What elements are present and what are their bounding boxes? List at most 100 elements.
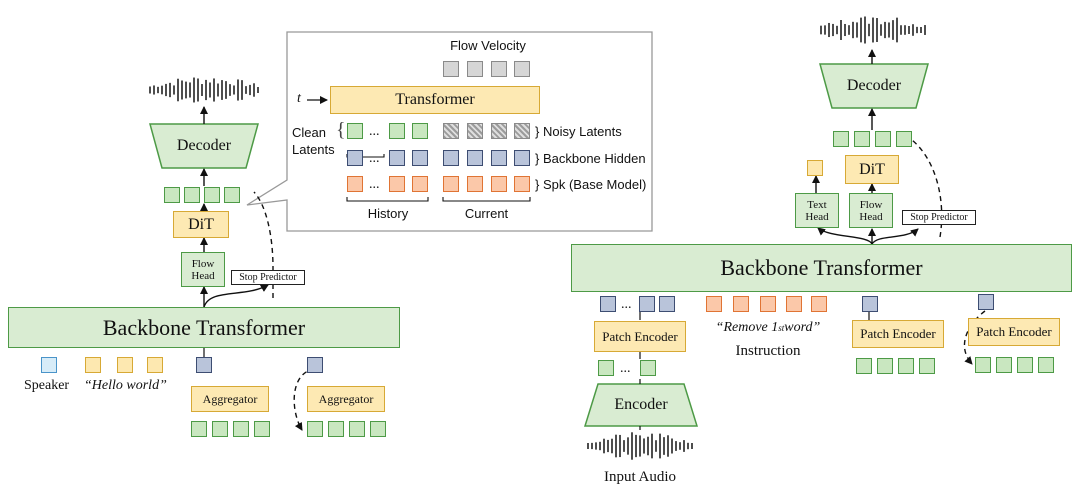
right-bottom-latent-square: [1017, 357, 1033, 373]
audio-patch-square: [600, 296, 616, 312]
left-bottom-latent-square: [328, 421, 344, 437]
right-latent-square: [875, 131, 891, 147]
speaker-embedding-square: [347, 176, 363, 192]
timestep-label: t: [297, 91, 301, 106]
instruction-token-square: [733, 296, 749, 312]
text-token-square: [117, 357, 133, 373]
flow-velocity-square: [467, 61, 483, 77]
noisy-latents-label: } Noisy Latents: [535, 124, 622, 139]
flow-velocity-square: [491, 61, 507, 77]
flow-velocity-label: Flow Velocity: [450, 38, 526, 53]
clean-latent-square: [347, 123, 363, 139]
instruction-label: Instruction: [735, 343, 801, 359]
right-bottom-latent-square: [975, 357, 991, 373]
input-audio-waveform: [587, 432, 693, 460]
left-stop-predictor-label: Stop Predictor: [239, 272, 297, 283]
backbone-hidden-square: [491, 150, 507, 166]
right-backbone-label: Backbone Transformer: [720, 255, 923, 280]
right-latent-square: [896, 131, 912, 147]
right-latent-square: [854, 131, 870, 147]
left-latent-square: [164, 187, 180, 203]
instruction-token-square: [706, 296, 722, 312]
flow-velocity-square: [443, 61, 459, 77]
left-bottom-latent-square: [191, 421, 207, 437]
inset-transformer-box: Transformer: [330, 86, 540, 114]
history-label: History: [367, 206, 409, 221]
hidden-state-square: [862, 296, 878, 312]
speaker-embedding-square: [443, 176, 459, 192]
left-decoder-label: Decoder: [176, 137, 232, 154]
backbone-hidden-square: [443, 150, 459, 166]
backbone-hidden-square: [389, 150, 405, 166]
patch-encoder-3-label: Patch Encoder: [976, 324, 1052, 339]
speaker-label: Speaker: [24, 378, 70, 393]
spk-label: } Spk (Base Model): [535, 177, 647, 192]
backbone-hidden-square: [412, 150, 428, 166]
left-aggregator-1: Aggregator: [191, 386, 269, 412]
left-dit-label: DiT: [188, 215, 214, 233]
row-ellipsis: ...: [369, 177, 380, 192]
encoder-shape: [583, 383, 699, 427]
left-backbone-transformer: Backbone Transformer: [8, 307, 400, 348]
left-backbone-label: Backbone Transformer: [102, 314, 306, 340]
hidden-state-square: [978, 294, 994, 310]
text-token-square: [147, 357, 163, 373]
right-dit-label: DiT: [859, 160, 885, 178]
backbone-hidden-square: [467, 150, 483, 166]
left-bottom-latent-square: [233, 421, 249, 437]
speaker-embedding-square: [41, 357, 57, 373]
left-output-waveform: [149, 77, 259, 103]
speaker-embedding-square: [467, 176, 483, 192]
left-bottom-latent-square: [212, 421, 228, 437]
left-dit-box: DiT: [173, 211, 229, 238]
left-bottom-latent-square: [307, 421, 323, 437]
clean-latents-brace: {: [336, 119, 346, 141]
left-bottom-latent-square: [349, 421, 365, 437]
right-decoder-shape: [819, 63, 929, 109]
row-ellipsis: ...: [369, 151, 380, 166]
right-stop-predictor-label: Stop Predictor: [910, 212, 968, 223]
noisy-latent-square: [491, 123, 507, 139]
right-bottom-latent-square: [919, 358, 935, 374]
patch-ellipsis: ...: [621, 297, 632, 312]
right-bottom-latent-square: [856, 358, 872, 374]
text-head-label: Text Head: [805, 198, 829, 223]
backbone-hidden-label: } Backbone Hidden: [535, 151, 646, 166]
right-decoder-label: Decoder: [846, 77, 902, 94]
encoder-latent-square: [598, 360, 614, 376]
left-aggregator-2: Aggregator: [307, 386, 385, 412]
left-hidden-square: [196, 357, 212, 373]
encoder-label: Encoder: [614, 396, 668, 413]
right-stop-predictor: Stop Predictor: [902, 210, 976, 225]
aggregator-2-label: Aggregator: [318, 391, 374, 406]
right-latent-square: [833, 131, 849, 147]
left-latent-square: [224, 187, 240, 203]
left-decoder-shape: [149, 123, 259, 169]
patch-encoder-3: Patch Encoder: [968, 318, 1060, 346]
clean-latent-square: [412, 123, 428, 139]
noisy-latent-square: [467, 123, 483, 139]
right-bottom-latent-square: [996, 357, 1012, 373]
instruction-token-square: [786, 296, 802, 312]
left-stop-predictor: Stop Predictor: [231, 270, 305, 285]
noisy-latent-square: [514, 123, 530, 139]
clean-latents-label: Clean Latents: [292, 125, 335, 157]
audio-patch-square: [639, 296, 655, 312]
encoder-ellipsis: ...: [620, 361, 631, 376]
left-bottom-latent-square: [370, 421, 386, 437]
backbone-hidden-square: [347, 150, 363, 166]
instruction-token-square: [760, 296, 776, 312]
audio-patch-square: [659, 296, 675, 312]
left-hidden-square: [307, 357, 323, 373]
clean-latent-square: [389, 123, 405, 139]
patch-encoder-2: Patch Encoder: [852, 320, 944, 348]
aggregator-1-label: Aggregator: [202, 391, 258, 406]
text-token-square: [85, 357, 101, 373]
right-bottom-latent-square: [898, 358, 914, 374]
left-flow-head: Flow Head: [181, 252, 225, 287]
right-bottom-latent-square: [1038, 357, 1054, 373]
row-ellipsis: ...: [369, 124, 380, 139]
left-flow-head-label: Flow Head: [191, 257, 215, 282]
current-label: Current: [464, 206, 509, 221]
